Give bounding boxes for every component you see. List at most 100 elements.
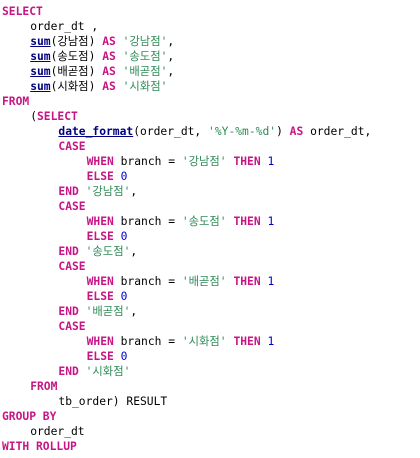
code-line[interactable]: (SELECT: [0, 109, 420, 124]
number-token: 0: [120, 230, 128, 243]
function-token: sum: [30, 35, 51, 48]
keyword-token: CASE: [58, 200, 86, 213]
keyword-token: ELSE: [86, 350, 114, 363]
code-line[interactable]: ELSE 0: [0, 169, 420, 184]
text-token: ,: [167, 35, 175, 48]
code-line[interactable]: WHEN branch = '배곧점' THEN 1: [0, 274, 420, 289]
number-token: 1: [267, 215, 275, 228]
string-token: '배곧점': [122, 65, 168, 78]
string-token: '시화점': [181, 335, 227, 348]
keyword-token: AS: [102, 50, 116, 63]
text-token: ,: [130, 305, 138, 318]
keyword-token: SELECT: [2, 5, 43, 18]
text-token: [114, 350, 121, 363]
text-token: ,: [167, 65, 175, 78]
text-token: ,: [130, 245, 138, 258]
text-token: [79, 245, 86, 258]
code-line[interactable]: CASE: [0, 199, 420, 214]
text-token: ,: [130, 185, 138, 198]
function-token: sum: [30, 65, 51, 78]
text-token: [116, 35, 123, 48]
code-line[interactable]: CASE: [0, 319, 420, 334]
keyword-token: ELSE: [86, 170, 114, 183]
code-line[interactable]: order_dt ,: [0, 19, 420, 34]
keyword-token: AS: [102, 65, 116, 78]
keyword-token: ELSE: [86, 290, 114, 303]
keyword-token: AS: [102, 35, 116, 48]
code-line[interactable]: sum(송도점) AS '송도점',: [0, 49, 420, 64]
code-line[interactable]: END '배곧점',: [0, 304, 420, 319]
string-token: '시화점': [122, 80, 168, 93]
code-line[interactable]: WHEN branch = '강남점' THEN 1: [0, 154, 420, 169]
keyword-token: THEN: [233, 215, 261, 228]
text-token: order_dt ,: [30, 20, 99, 33]
code-line[interactable]: WHEN branch = '시화점' THEN 1: [0, 334, 420, 349]
function-token: sum: [30, 50, 51, 63]
keyword-token: AS: [102, 80, 116, 93]
number-token: 1: [267, 335, 275, 348]
text-token: [114, 230, 121, 243]
code-line[interactable]: END '강남점',: [0, 184, 420, 199]
code-line[interactable]: WHEN branch = '송도점' THEN 1: [0, 214, 420, 229]
code-line[interactable]: GROUP BY: [0, 409, 420, 424]
code-line[interactable]: sum(시화점) AS '시화점': [0, 79, 420, 94]
keyword-token: WITH ROLLUP: [2, 440, 77, 453]
text-token: branch =: [113, 275, 182, 288]
number-token: 0: [120, 350, 128, 363]
number-token: 1: [267, 275, 275, 288]
text-token: (시화점): [50, 80, 103, 93]
code-line[interactable]: ELSE 0: [0, 349, 420, 364]
code-line[interactable]: sum(강남점) AS '강남점',: [0, 34, 420, 49]
code-line[interactable]: FROM: [0, 94, 420, 109]
code-line[interactable]: FROM: [0, 379, 420, 394]
code-line[interactable]: ELSE 0: [0, 289, 420, 304]
text-token: branch =: [113, 215, 182, 228]
text-token: (배곧점): [50, 65, 103, 78]
keyword-token: THEN: [233, 275, 261, 288]
code-line[interactable]: sum(배곧점) AS '배곧점',: [0, 64, 420, 79]
text-token: tb_order) RESULT: [58, 395, 168, 408]
keyword-token: END: [58, 185, 79, 198]
code-line[interactable]: SELECT: [0, 4, 420, 19]
keyword-token: ELSE: [86, 230, 114, 243]
code-line[interactable]: WITH ROLLUP: [0, 439, 420, 454]
text-token: (order_dt,: [133, 125, 209, 138]
text-token: (송도점): [50, 50, 103, 63]
code-line[interactable]: END '시화점': [0, 364, 420, 379]
code-line[interactable]: ELSE 0: [0, 229, 420, 244]
text-token: [79, 185, 86, 198]
code-line[interactable]: tb_order) RESULT: [0, 394, 420, 409]
function-token: sum: [30, 80, 51, 93]
code-line[interactable]: date_format(order_dt, '%Y-%m-%d') AS ord…: [0, 124, 420, 139]
code-line[interactable]: CASE: [0, 259, 420, 274]
code-line[interactable]: CASE: [0, 139, 420, 154]
text-token: [79, 365, 86, 378]
string-token: '강남점': [181, 155, 227, 168]
text-token: branch =: [113, 335, 182, 348]
keyword-token: CASE: [58, 260, 86, 273]
string-token: '강남점': [85, 185, 131, 198]
string-token: '배곧점': [85, 305, 131, 318]
text-token: (: [30, 110, 37, 123]
keyword-token: FROM: [2, 95, 30, 108]
text-token: ,: [167, 50, 175, 63]
keyword-token: END: [58, 365, 79, 378]
text-token: order_dt,: [303, 125, 372, 138]
text-token: ): [276, 125, 290, 138]
function-token: date_format: [58, 125, 134, 138]
keyword-token: WHEN: [86, 215, 114, 228]
string-token: '강남점': [122, 35, 168, 48]
keyword-token: GROUP BY: [2, 410, 57, 423]
text-token: [79, 305, 86, 318]
text-token: [116, 80, 123, 93]
keyword-token: WHEN: [86, 335, 114, 348]
keyword-token: END: [58, 245, 79, 258]
text-token: [114, 170, 121, 183]
string-token: '송도점': [181, 215, 227, 228]
code-line[interactable]: END '송도점',: [0, 244, 420, 259]
keyword-token: WHEN: [86, 155, 114, 168]
keyword-token: SELECT: [37, 110, 78, 123]
text-token: [116, 65, 123, 78]
code-line[interactable]: order_dt: [0, 424, 420, 439]
